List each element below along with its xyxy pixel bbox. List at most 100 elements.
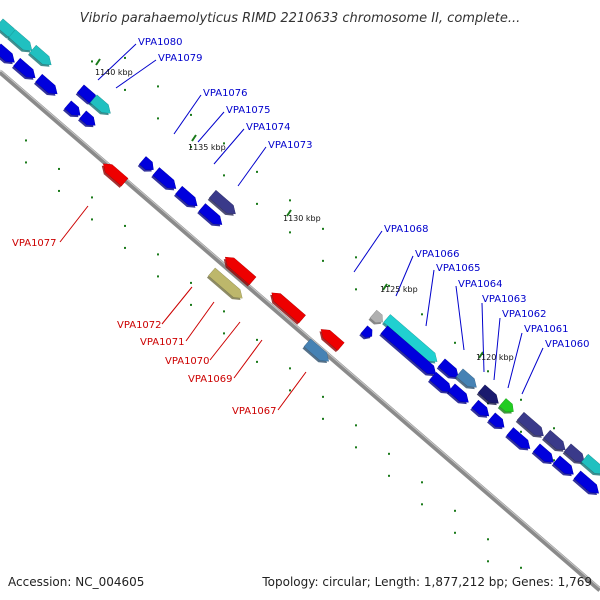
- gene-label-vpa1076[interactable]: VPA1076: [203, 88, 248, 99]
- feature-vpa1072[interactable]: [220, 253, 257, 287]
- gene-label-vpa1060[interactable]: VPA1060: [545, 339, 590, 350]
- feature-vpa1073b[interactable]: [207, 189, 239, 219]
- feature-vpa1078[interactable]: [88, 94, 114, 119]
- feature-vpa1074[interactable]: [174, 185, 200, 211]
- guide-dot: [157, 117, 159, 120]
- label-leader: [521, 347, 544, 395]
- feature-vpa1068b[interactable]: [368, 309, 386, 327]
- label-leader: [233, 339, 263, 379]
- feature-vpa1079[interactable]: [75, 84, 101, 109]
- guide-dot: [322, 417, 324, 420]
- gene-features: [0, 18, 600, 499]
- feature-vpa1063b[interactable]: [446, 383, 472, 408]
- label-leader: [455, 285, 465, 351]
- guide-dot: [355, 446, 357, 449]
- feature-vpa1059[interactable]: [562, 443, 588, 468]
- gene-label-vpa1065[interactable]: VPA1065: [436, 263, 481, 274]
- feature-vpa1080b[interactable]: [78, 110, 98, 131]
- guide-dot: [223, 310, 225, 313]
- gene-label-vpa1068[interactable]: VPA1068: [384, 224, 429, 235]
- feature-vpa1061[interactable]: [515, 411, 547, 441]
- gene-label-vpa1080[interactable]: VPA1080: [138, 37, 183, 48]
- guide-dot: [322, 227, 324, 230]
- feature-vpa1068[interactable]: [359, 325, 375, 342]
- guide-dot: [58, 189, 60, 192]
- gene-label-vpa1067[interactable]: VPA1067: [232, 406, 277, 417]
- accession-text: Accession: NC_004605: [8, 575, 144, 589]
- feature-vpa1080[interactable]: [28, 44, 54, 70]
- feature-vpa1064b[interactable]: [454, 368, 480, 393]
- gene-label-vpa1072[interactable]: VPA1072: [117, 320, 162, 331]
- feature-vpa1085[interactable]: [0, 43, 18, 68]
- gene-label-vpa1075[interactable]: VPA1075: [226, 105, 271, 116]
- tick-label-1140: 1140 kbp: [95, 68, 133, 77]
- guide-dot: [157, 253, 159, 256]
- feature-vpa1076[interactable]: [137, 156, 157, 176]
- label-leader-lines: [59, 43, 544, 411]
- feature-vpa1059b[interactable]: [531, 443, 557, 468]
- gene-label-vpa1066[interactable]: VPA1066: [415, 249, 460, 260]
- label-leader: [353, 230, 383, 273]
- scale-tick: [382, 283, 388, 291]
- feature-vpa1060b[interactable]: [487, 412, 507, 433]
- feature-vpa1065[interactable]: [379, 325, 439, 380]
- gene-label-vpa1079[interactable]: VPA1079: [158, 53, 203, 64]
- guide-dot: [157, 275, 159, 278]
- guide-dot: [91, 60, 93, 63]
- guide-dot: [388, 452, 390, 455]
- scale-tick: [286, 209, 292, 217]
- guide-dot: [289, 367, 291, 370]
- label-leader: [425, 269, 435, 327]
- feature-vpa1069[interactable]: [316, 326, 345, 353]
- feature-vpa1070[interactable]: [267, 289, 306, 325]
- gene-label-vpa1073[interactable]: VPA1073: [268, 140, 313, 151]
- gene-label-vpa1070[interactable]: VPA1070: [165, 356, 210, 367]
- feature-vpa1071[interactable]: [206, 267, 245, 304]
- guide-dot: [289, 199, 291, 202]
- tick-label-1125: 1125 kbp: [380, 285, 418, 294]
- feature-vpa1084[interactable]: [12, 57, 38, 83]
- feature-vpa1064[interactable]: [436, 358, 462, 383]
- guide-dot: [91, 196, 93, 199]
- gene-label-vpa1061[interactable]: VPA1061: [524, 324, 569, 335]
- guide-dot: [190, 303, 192, 306]
- feature-vpa1062[interactable]: [497, 398, 517, 418]
- tick-label-1135: 1135 kbp: [188, 143, 226, 152]
- guide-dot: [487, 560, 489, 563]
- genome-backbone: [0, 70, 600, 592]
- feature-vpa1065b[interactable]: [428, 371, 454, 397]
- feature-vpa1058[interactable]: [580, 453, 600, 479]
- feature-vpa1067[interactable]: [302, 338, 332, 367]
- gene-label-vpa1071[interactable]: VPA1071: [140, 337, 185, 348]
- label-leader: [277, 371, 307, 411]
- guide-dot: [289, 389, 291, 392]
- feature-vpa1066[interactable]: [382, 314, 440, 368]
- feature-vpa1083[interactable]: [34, 73, 60, 99]
- map-title: Vibrio parahaemolyticus RIMD 2210633 chr…: [80, 11, 521, 26]
- guide-dot: [388, 474, 390, 477]
- gene-label-vpa1062[interactable]: VPA1062: [502, 309, 547, 320]
- feature-vpa1060[interactable]: [542, 429, 568, 455]
- feature-vpa1075[interactable]: [151, 167, 179, 194]
- feature-vpa1057[interactable]: [572, 470, 600, 499]
- guide-dot: [520, 430, 522, 433]
- feature-vpa1081b[interactable]: [63, 100, 83, 121]
- feature-vpa1061b[interactable]: [470, 399, 492, 421]
- feature-vpa1058b[interactable]: [551, 455, 577, 480]
- feature-vpa1062b[interactable]: [505, 427, 533, 454]
- feature-vpa1063[interactable]: [476, 384, 502, 409]
- gene-label-vpa1064[interactable]: VPA1064: [458, 279, 503, 290]
- feature-vpa1081[interactable]: [7, 29, 35, 56]
- scale-tick: [478, 351, 484, 359]
- guide-dot: [289, 231, 291, 234]
- gene-label-vpa1063[interactable]: VPA1063: [482, 294, 527, 305]
- guide-dot: [223, 174, 225, 177]
- feature-vpa1082[interactable]: [0, 18, 20, 43]
- guide-dot: [388, 284, 390, 287]
- gene-label-vpa1074[interactable]: VPA1074: [246, 122, 291, 133]
- feature-vpa1073[interactable]: [197, 203, 225, 230]
- label-leader: [97, 43, 137, 81]
- gene-label-vpa1077[interactable]: VPA1077: [12, 238, 57, 249]
- feature-vpa1077[interactable]: [99, 160, 129, 188]
- gene-label-vpa1069[interactable]: VPA1069: [188, 374, 233, 385]
